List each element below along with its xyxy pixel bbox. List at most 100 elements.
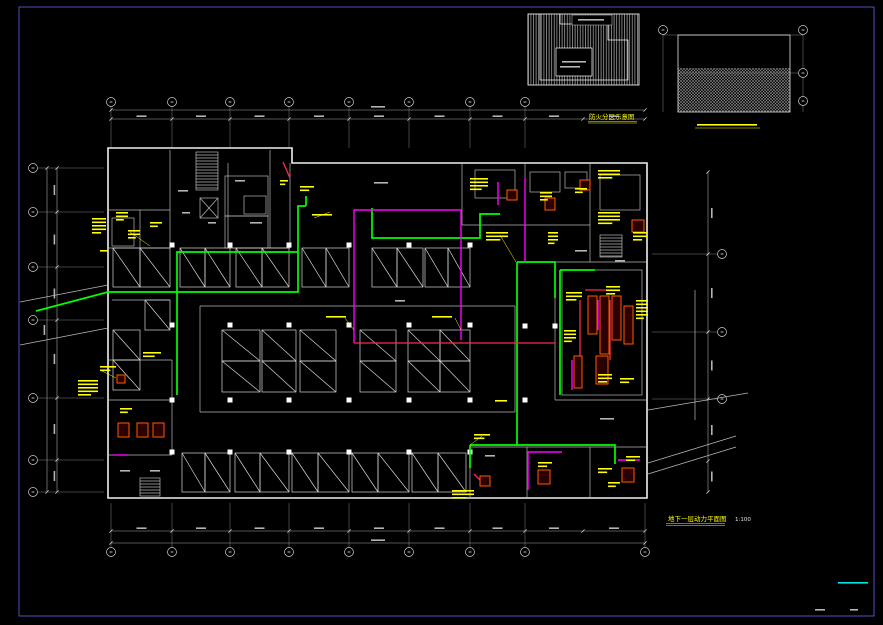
parking-stall-diagonal — [179, 247, 206, 288]
parking-stall-diagonal — [407, 329, 441, 362]
dimension-tick — [347, 529, 351, 533]
parking-stall-diagonal — [371, 247, 398, 288]
annotation-mark — [566, 299, 577, 301]
column — [169, 242, 175, 248]
distribution-panel — [621, 467, 635, 483]
room-outline — [474, 169, 516, 199]
annotation-mark — [548, 235, 558, 238]
distribution-panel — [117, 422, 130, 438]
parking-stall-diagonal — [235, 247, 263, 288]
parking-stall — [261, 247, 290, 288]
annotation-mark — [116, 212, 128, 214]
room-label-mark — [374, 182, 388, 184]
dimension-tick — [55, 490, 59, 494]
annotation-mark — [470, 185, 488, 187]
dimension-tick — [706, 490, 710, 494]
annotation-mark — [116, 215, 128, 218]
dimension-tick — [706, 252, 710, 256]
dimension-tick — [468, 117, 472, 121]
annotation-mark — [100, 250, 108, 252]
dimension-tick — [523, 117, 527, 121]
parking-stall-diagonal — [234, 452, 261, 493]
dimension-text — [53, 424, 56, 434]
distribution-panel — [152, 422, 165, 438]
room-outline — [195, 151, 219, 191]
dimension-tick — [55, 458, 59, 462]
leader-line — [313, 211, 331, 219]
dimension-tick — [347, 117, 351, 121]
dimension-text — [549, 527, 559, 529]
annotation-mark — [452, 490, 474, 492]
dimension-text — [136, 527, 147, 529]
dimension-text — [53, 471, 56, 481]
parking-stall-diagonal — [144, 299, 171, 331]
column — [346, 449, 352, 455]
annotation-mark — [636, 317, 644, 320]
wall-line — [647, 446, 737, 475]
annotation-mark — [326, 316, 346, 318]
parking-stall — [261, 360, 297, 393]
dimension-tick — [109, 108, 113, 112]
cable-tray-run — [371, 208, 500, 239]
wall-line — [19, 284, 109, 303]
annotation-mark — [486, 239, 501, 241]
dimension-tick — [55, 265, 59, 269]
parking-stall-diagonal — [112, 359, 141, 391]
parking-stall-diagonal — [261, 329, 297, 362]
parking-stall — [359, 360, 397, 393]
leader-line — [454, 317, 462, 331]
room-label-mark — [208, 222, 216, 224]
annotation-mark — [92, 228, 106, 231]
annotation-mark — [626, 459, 636, 462]
annotation-mark — [598, 381, 608, 383]
annotation-mark — [598, 468, 612, 470]
column — [286, 322, 292, 328]
dimension-text — [314, 115, 324, 117]
leader-line — [129, 231, 151, 247]
annotation-mark — [150, 225, 158, 228]
room-label-mark — [182, 212, 190, 214]
annotation-mark — [548, 239, 558, 241]
annotation-mark — [128, 237, 136, 239]
parking-stall-diagonal — [317, 452, 350, 493]
room-label-mark — [575, 250, 587, 252]
interior-walls — [19, 150, 749, 498]
room-outline — [599, 174, 641, 211]
annotation-mark — [626, 456, 640, 458]
parking-stall-diagonal — [359, 329, 397, 362]
distribution-panel — [506, 189, 518, 201]
room-outline — [529, 171, 561, 193]
annotation-mark — [78, 390, 98, 393]
annotation-mark — [548, 232, 558, 234]
dimension-lines — [43, 106, 713, 545]
parking-stall-diagonal — [221, 329, 261, 362]
parking-stall-diagonal — [291, 452, 319, 493]
annotation-mark — [128, 230, 140, 232]
annotation-mark — [598, 471, 608, 474]
parking-stall-diagonal — [437, 452, 467, 493]
annotation-mark — [636, 303, 648, 306]
parking-stall-diagonal — [301, 247, 327, 288]
annotation-mark — [636, 310, 648, 313]
column — [286, 397, 292, 403]
dimension-text — [136, 115, 147, 117]
parking-stall-diagonal — [325, 247, 350, 288]
room-label-mark — [850, 609, 858, 611]
distribution-panel — [573, 355, 583, 389]
distribution-panel — [579, 179, 591, 191]
annotation-mark — [575, 188, 587, 190]
annotation-mark — [598, 222, 613, 225]
dimension-text — [374, 115, 384, 117]
annotation-mark — [620, 381, 630, 384]
dimension-text — [53, 354, 56, 364]
wall-line — [19, 327, 109, 346]
annotation-mark — [564, 333, 576, 336]
room-label-mark — [120, 470, 130, 472]
annotation-mark — [608, 482, 620, 484]
annotation-mark — [566, 295, 582, 298]
structural-columns — [169, 242, 558, 455]
parking-stall — [259, 452, 290, 493]
annotation-mark — [598, 215, 620, 218]
dimension-tick — [581, 529, 585, 533]
